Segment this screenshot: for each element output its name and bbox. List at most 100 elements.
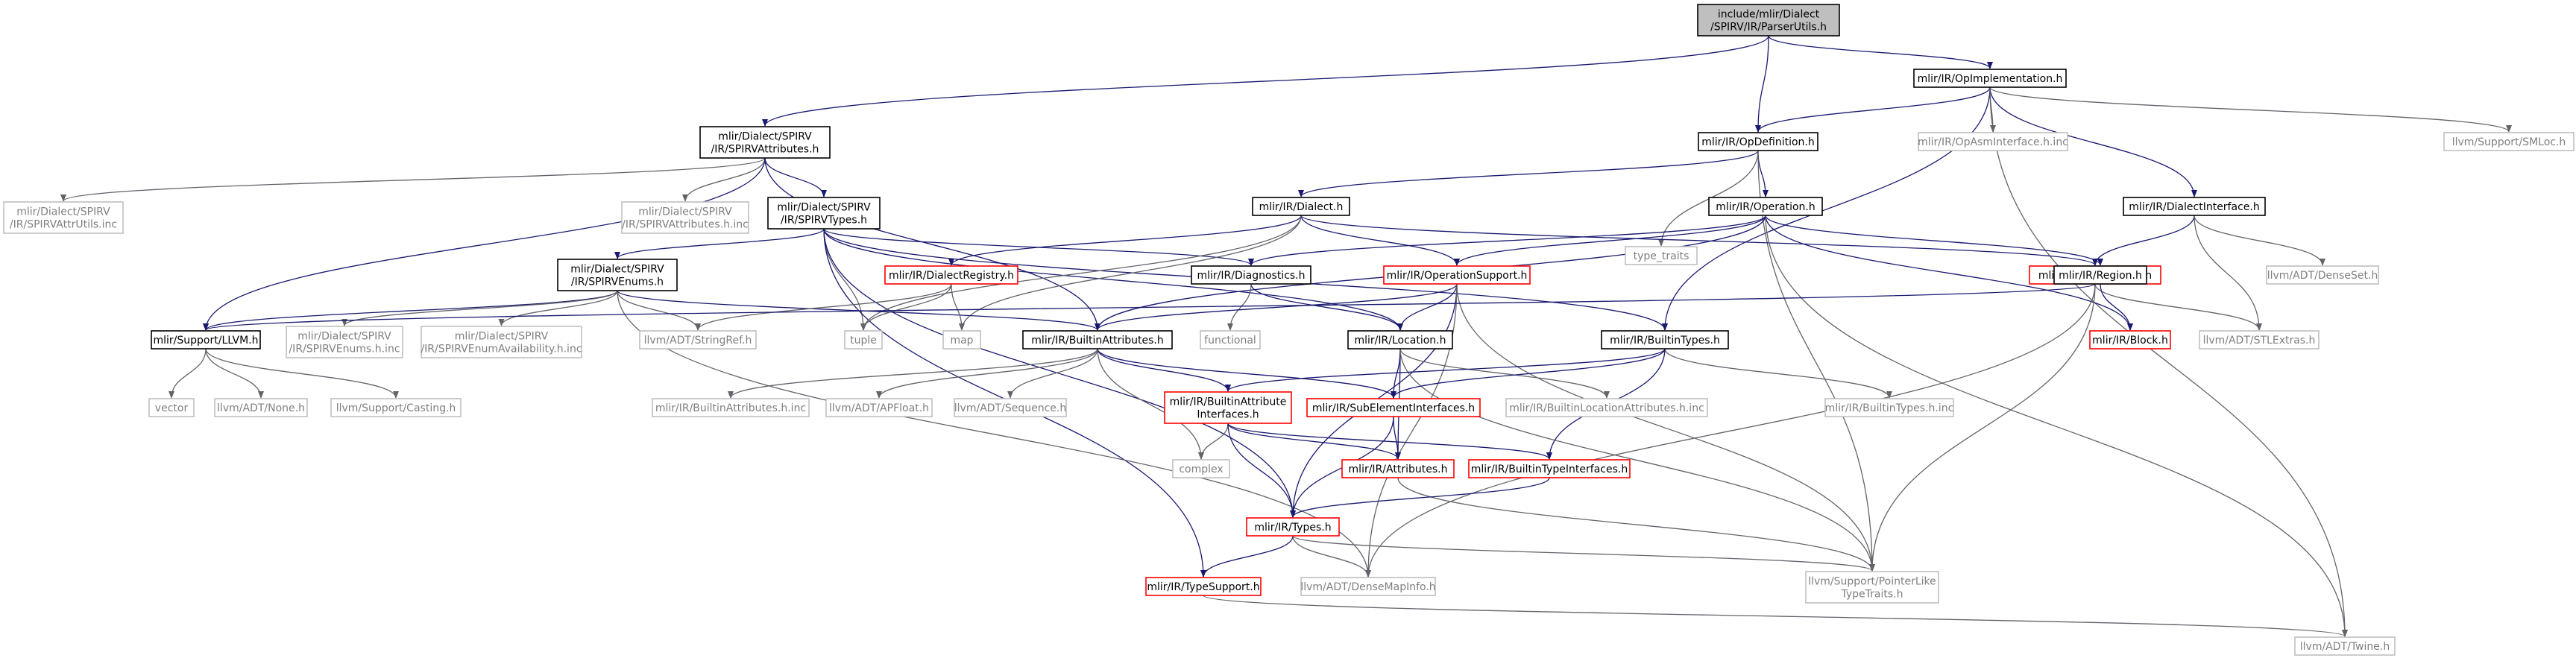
node-box [942, 330, 981, 350]
node-densemapinfo: llvm/ADT/DenseMapInfo.h [1300, 577, 1436, 596]
node-label: functional [1204, 335, 1256, 347]
node-attributes[interactable]: mlir/IR/Attributes.h [1341, 459, 1455, 478]
node-box [1172, 459, 1230, 478]
node-dialect[interactable]: mlir/IR/Dialect.h [1252, 197, 1350, 216]
node-box [2053, 265, 2147, 285]
edge-region-to-block [2100, 283, 2133, 331]
node-box [2294, 636, 2396, 656]
node-typesupport[interactable]: mlir/IR/TypeSupport.h [1145, 577, 1262, 596]
edge-spirvenums-to-spirvenumsinc [341, 290, 618, 326]
node-builtinattrs[interactable]: mlir/IR/BuiltinAttributes.h [1022, 330, 1173, 350]
edge-builtinattrs-to-complex [1097, 348, 1204, 460]
node-complex: complex [1172, 459, 1230, 478]
node-apfloat: llvm/ADT/APFloat.h [825, 398, 933, 417]
node-stlextras: llvm/ADT/STLExtras.h [2199, 330, 2320, 350]
node-label: /SPIRV/IR/ParserUtils.h [1710, 22, 1827, 34]
edge-dialectreg-to-tuple [860, 283, 952, 331]
node-box [884, 265, 1018, 285]
node-label: mlir/IR/Operation.h [1716, 201, 1815, 213]
node-diagnostics[interactable]: mlir/IR/Diagnostics.h [1191, 265, 1311, 285]
node-functional: functional [1200, 330, 1261, 350]
node-spirvenums[interactable]: mlir/Dialect/SPIRV/IR/SPIRVEnums.h [557, 259, 678, 291]
edge-typeid-to-pointerlike [1869, 283, 2096, 572]
node-box [844, 330, 883, 350]
edge-opsupport-to-location [1397, 283, 1458, 331]
node-types[interactable]: mlir/IR/Types.h [1246, 517, 1340, 537]
edge-builtintypes-to-builtintypesinc [1664, 348, 1892, 399]
node-stringref: llvm/ADT/StringRef.h [639, 330, 757, 350]
edge-builtintypes-to-subelem [1391, 348, 1666, 399]
node-builtinlocinc: mlir/IR/BuiltinLocationAttributes.h.inc [1505, 398, 1708, 417]
edge-root-to-opimpl [1768, 35, 1993, 69]
node-builtintypes[interactable]: mlir/IR/BuiltinTypes.h [1601, 330, 1729, 350]
node-enumavail: mlir/Dialect/SPIRV/IR/SPIRVEnumAvailabil… [421, 326, 582, 358]
node-subelem[interactable]: mlir/IR/SubElementInterfaces.h [1306, 398, 1481, 417]
edge-operation-to-block [1765, 215, 2133, 331]
node-box [151, 330, 261, 350]
node-label: type_traits [1634, 250, 1689, 262]
edge-dialectreg-to-map [951, 283, 965, 331]
edge-diagnostics-to-functional [1227, 283, 1252, 331]
node-label: mlir/Dialect/SPIRV [297, 331, 391, 343]
node-label: vector [155, 402, 189, 414]
node-location[interactable]: mlir/IR/Location.h [1347, 330, 1453, 350]
node-box [1383, 265, 1531, 285]
edge-baiface-to-complex [1198, 423, 1229, 460]
node-label: llvm/ADT/None.h [217, 402, 305, 414]
node-btiface[interactable]: mlir/IR/BuiltinTypeInterfaces.h [1468, 459, 1631, 478]
edge-dialectiface-to-typeid [2092, 215, 2195, 266]
node-label: llvm/ADT/DenseSet.h [2267, 270, 2378, 282]
node-label: mlir/IR/BuiltinTypeInterfaces.h [1471, 464, 1628, 475]
node-label: /IR/SPIRVTypes.h [781, 215, 867, 227]
node-casting: llvm/Support/Casting.h [330, 398, 462, 417]
node-box [1145, 577, 1262, 596]
node-attrutils: mlir/Dialect/SPIRV/IR/SPIRVAttrUtils.inc [3, 201, 124, 234]
node-box [1708, 197, 1823, 216]
node-label: mlir/Support/LLVM.h [154, 335, 259, 347]
edge-builtinattrs-to-baiface [1097, 348, 1231, 392]
node-label: mlir/IR/DialectRegistry.h [889, 270, 1014, 282]
node-box [286, 326, 403, 358]
node-spirvattr[interactable]: mlir/Dialect/SPIRV/IR/SPIRVAttributes.h [699, 126, 831, 159]
edge-llvmh-to-casting [205, 348, 399, 399]
node-opdef[interactable]: mlir/IR/OpDefinition.h [1698, 132, 1818, 151]
edge-spirvattr-to-spirvtypes [764, 157, 827, 197]
edge-subelem-to-attributes [1393, 416, 1401, 460]
node-smloc: llvm/Support/SMLoc.h [2443, 132, 2575, 151]
node-box [639, 330, 757, 350]
node-label: mlir/IR/OpDefinition.h [1701, 136, 1814, 148]
node-box [2266, 265, 2379, 285]
edge-opsupport-to-densemapinfo [1365, 283, 1458, 578]
edge-types-to-typesupport [1200, 535, 1294, 578]
node-operation[interactable]: mlir/IR/Operation.h [1708, 197, 1823, 216]
node-label: mlir/IR/OpImplementation.h [1918, 73, 2063, 85]
node-llvmh[interactable]: mlir/Support/LLVM.h [151, 330, 261, 350]
node-spirvtypes[interactable]: mlir/Dialect/SPIRV/IR/SPIRVTypes.h [767, 197, 881, 230]
edge-spirvattr-to-attrutils [60, 157, 766, 202]
node-box [1468, 459, 1631, 478]
node-denseset: llvm/ADT/DenseSet.h [2266, 265, 2379, 285]
node-box [421, 326, 582, 358]
edge-types-to-pointerlike [1292, 535, 1875, 572]
edge-spirvattr-to-builtinattrs [764, 157, 1100, 331]
edge-location-to-pointerlike [1399, 348, 1875, 572]
node-dialectreg[interactable]: mlir/IR/DialectRegistry.h [884, 265, 1018, 285]
node-box [1300, 577, 1436, 596]
node-label: llvm/Support/PointerLike [1808, 576, 1936, 588]
node-dialectiface[interactable]: mlir/IR/DialectInterface.h [2123, 197, 2266, 216]
node-region[interactable]: mlir/IR/Region.h [2053, 265, 2147, 285]
node-label: mlir/IR/BuiltinLocationAttributes.h.inc [1509, 402, 1704, 414]
node-label: mlir/IR/SubElementInterfaces.h [1312, 402, 1475, 414]
node-box [825, 398, 933, 417]
node-opimpl[interactable]: mlir/IR/OpImplementation.h [1913, 69, 2067, 88]
node-block[interactable]: mlir/IR/Block.h [2089, 330, 2171, 350]
node-box [1306, 398, 1481, 417]
node-opsupport[interactable]: mlir/IR/OperationSupport.h [1383, 265, 1531, 285]
node-box [3, 201, 124, 234]
node-box [1824, 398, 1954, 417]
edge-btiface-to-types [1290, 477, 1550, 518]
node-label: /IR/SPIRVAttributes.h [711, 144, 819, 156]
